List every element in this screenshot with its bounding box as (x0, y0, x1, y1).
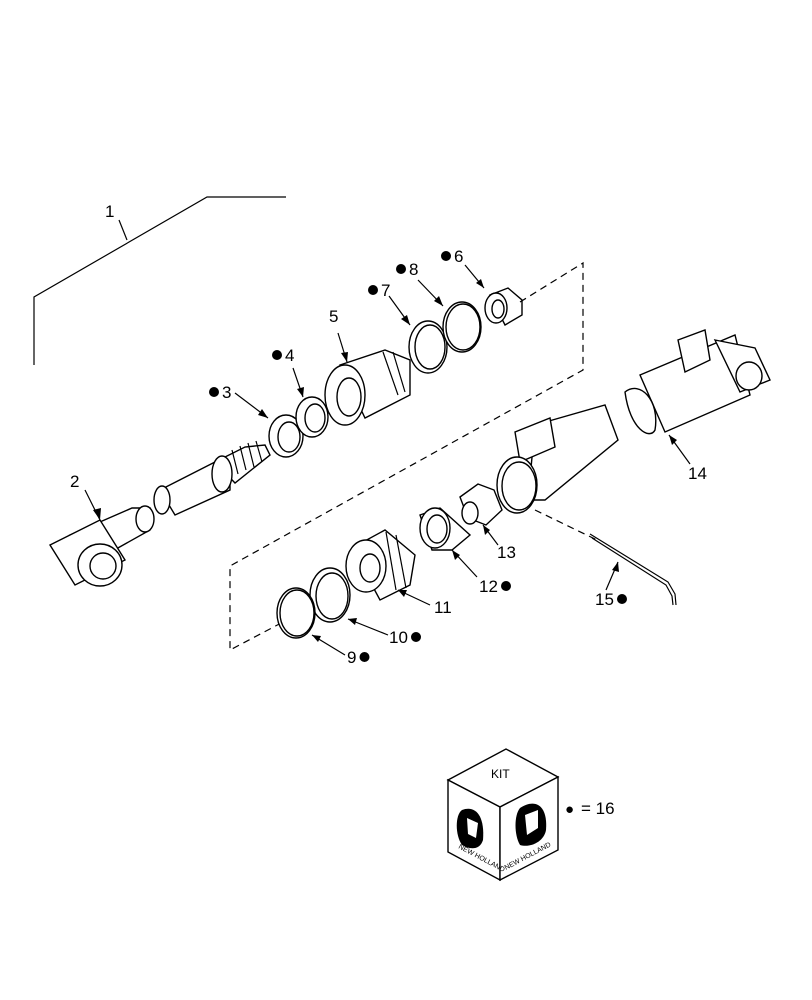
part-pin (589, 533, 677, 606)
callout-11: 11 (434, 598, 452, 617)
part-ring-4 (295, 396, 329, 438)
bullet-dot-icon (396, 264, 406, 274)
bullet-dot-icon (368, 285, 378, 295)
callout-13: 13 (497, 543, 516, 562)
part-piston (345, 529, 416, 601)
callout-7: 7 (381, 281, 390, 300)
callout-1: 1 (105, 202, 114, 221)
part-bushing-12 (419, 507, 472, 551)
new-holland-logo-icon-side (515, 803, 547, 846)
callout-4: 4 (285, 346, 294, 365)
callout-10: 10 (389, 628, 408, 647)
part-ring-10 (309, 567, 351, 623)
callout-8: 8 (409, 260, 418, 279)
callout-6: 6 (454, 247, 463, 266)
kit-legend-text: = 16 (581, 799, 615, 818)
bullet-dot-icon (272, 350, 282, 360)
part-rod-eye (48, 505, 155, 587)
bullet-dot-icon (441, 251, 451, 261)
part-oring-8 (442, 301, 482, 353)
part-oring-7 (408, 320, 448, 374)
callout-15: 15 (595, 590, 614, 609)
kit-title: KIT (491, 767, 510, 781)
assembly-bracket (33, 196, 286, 365)
bullet-dot-icon (359, 652, 370, 662)
kit-boundary-upper (229, 261, 584, 651)
bullet-dot-icon (617, 594, 627, 604)
part-oring-9 (276, 587, 316, 639)
new-holland-logo-icon (456, 808, 484, 849)
part-nut (459, 483, 503, 526)
part-gland (324, 349, 411, 426)
kit-legend-symbol: ● (565, 801, 574, 818)
part-bushing-6 (484, 287, 523, 326)
part-cylinder-barrel (514, 329, 771, 501)
callout-12: 12 (479, 577, 498, 596)
kit-box (446, 748, 560, 882)
bullet-dot-icon (411, 632, 421, 642)
bullet-dot-icon (209, 387, 219, 397)
callout-2: 2 (70, 472, 79, 491)
callout-3: 3 (222, 383, 231, 402)
part-piston-rod (153, 440, 271, 516)
callout-5: 5 (329, 307, 338, 326)
callout-9: 9 (347, 648, 356, 667)
callout-14: 14 (688, 464, 707, 483)
part-ring-3 (268, 414, 304, 458)
bullet-dot-icon (501, 581, 511, 591)
